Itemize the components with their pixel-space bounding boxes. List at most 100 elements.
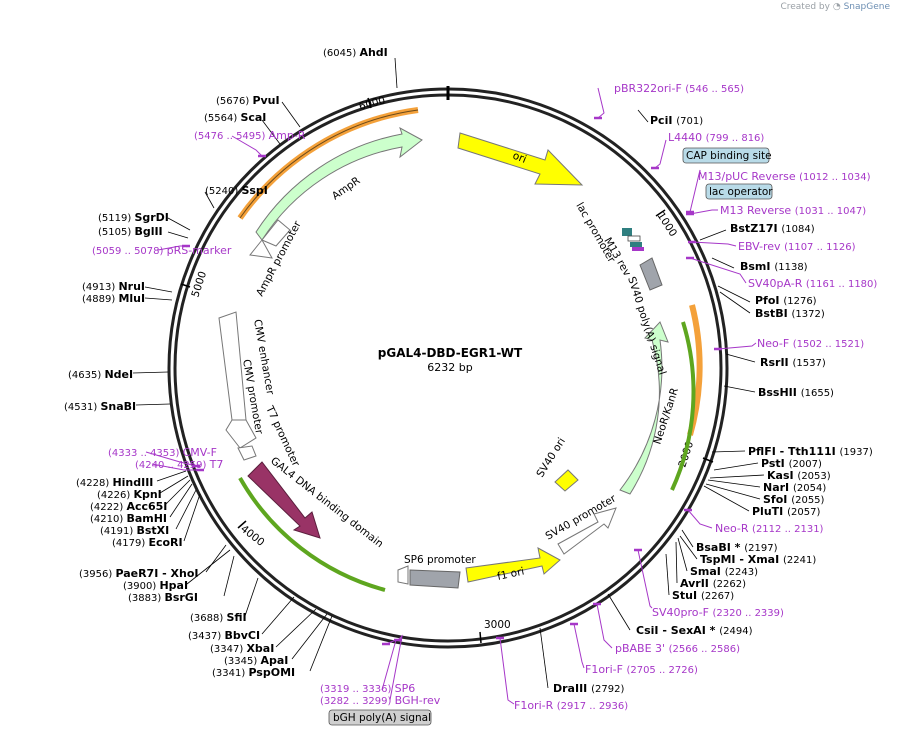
- enzyme-name: SfoI: [763, 493, 791, 506]
- enzyme-site-label: (4531) SnaBI: [64, 400, 136, 413]
- enzyme-position: (1372): [792, 309, 825, 320]
- primer-name: T7: [209, 458, 224, 471]
- primer-site-label: (4240 .. 4259) T7: [135, 458, 223, 471]
- lac-operator-feature: [630, 242, 642, 247]
- primer-name: CMV-F: [183, 446, 217, 459]
- enzyme-leader-line: [223, 555, 235, 597]
- enzyme-name: TspMI - XmaI: [700, 553, 783, 566]
- enzyme-leader-line: [164, 479, 191, 506]
- primer-range: (2705 .. 2726): [626, 665, 698, 676]
- gal4-green-band: [238, 477, 386, 592]
- enzyme-site-label: (3900) HpaI: [123, 579, 188, 592]
- enzyme-name: PspOMI: [248, 666, 295, 679]
- enzyme-leader-line: [167, 231, 189, 239]
- enzyme-leader-line: [144, 297, 173, 301]
- enzyme-position: (2243): [725, 567, 758, 578]
- primer-site-label: F1ori-R (2917 .. 2936): [514, 699, 628, 712]
- enzyme-name: PciI: [650, 114, 676, 127]
- enzyme-position: (2054): [793, 483, 826, 494]
- enzyme-site-label: BssHII (1655): [758, 386, 834, 399]
- enzyme-position: (5676): [216, 96, 252, 107]
- enzyme-site-label: (3345) ApaI: [224, 654, 288, 667]
- enzyme-leader-line: [677, 537, 688, 572]
- enzyme-leader-line: [281, 101, 301, 128]
- enzyme-site-label: TspMI - XmaI (2241): [700, 553, 816, 566]
- primer-name: BGH-rev: [395, 694, 441, 707]
- ori-label: ori: [511, 150, 528, 166]
- enzyme-site-label: BstBI (1372): [755, 307, 825, 320]
- enzyme-leader-line: [719, 291, 751, 314]
- enzyme-name: SgrDI: [134, 211, 168, 224]
- primer-site-label: pBABE 3' (2566 .. 2586): [615, 642, 740, 655]
- enzyme-leader-line: [183, 493, 201, 542]
- enzyme-site-label: PfoI (1276): [755, 294, 817, 307]
- enzyme-name: BstZ17I: [730, 222, 781, 235]
- primer-name: SP6: [395, 682, 416, 695]
- enzyme-site-label: (4191) BstXI: [100, 524, 169, 537]
- primer-name: Amp-R: [269, 129, 306, 142]
- cap-binding-site-box: [682, 147, 770, 164]
- enzyme-position: (4889): [82, 294, 118, 305]
- enzyme-position: (3437): [188, 631, 224, 642]
- enzyme-position: (2055): [791, 495, 824, 506]
- enzyme-leader-line: [291, 613, 328, 660]
- primer-leader-line: [145, 451, 197, 467]
- enzyme-site-label: PluTI (2057): [752, 505, 820, 518]
- sp6-promoter-arrow: [397, 565, 409, 585]
- primer-leader-line: [717, 342, 757, 350]
- enzyme-leader-line: [703, 485, 750, 512]
- enzyme-site-label: PflFI - Tth111I (1937): [748, 445, 873, 458]
- enzyme-site-label: (4210) BamHI: [90, 512, 167, 525]
- enzyme-site-label: (4635) NdeI: [68, 368, 133, 381]
- primer-site-label: F1ori-F (2705 .. 2726): [585, 663, 698, 676]
- primer-leader-line: [573, 623, 585, 669]
- primer-range: (2917 .. 2936): [557, 701, 629, 712]
- enzyme-leader-line: [725, 353, 756, 363]
- enzyme-leader-line: [204, 191, 215, 209]
- enzyme-site-label: (3341) PspOMI: [212, 666, 295, 679]
- enzyme-site-label: BsaBI * (2197): [696, 541, 778, 554]
- enzyme-name: HpaI: [159, 579, 188, 592]
- enzyme-site-label: AvrII (2262): [680, 577, 746, 590]
- enzyme-name: EcoRI: [148, 536, 182, 549]
- enzyme-position: (2262): [713, 579, 746, 590]
- enzyme-position: (3341): [212, 668, 248, 679]
- enzyme-site-label: (4179) EcoRI: [112, 536, 183, 549]
- enzyme-position: (2053): [797, 471, 830, 482]
- primer-name: SV40pA-R: [748, 277, 806, 290]
- ampr-arrow: [255, 126, 423, 241]
- enzyme-position: (2241): [783, 555, 816, 566]
- enzyme-site-label: CsiI - SexAI * (2494): [636, 624, 753, 637]
- enzyme-leader-line: [711, 257, 735, 269]
- enzyme-site-label: BsmI (1138): [740, 260, 808, 273]
- enzyme-leader-line: [135, 403, 171, 406]
- enzyme-site-label: PciI (701): [650, 114, 703, 127]
- enzyme-leader-line: [637, 109, 649, 123]
- enzyme-position: (4191): [100, 526, 136, 537]
- t7-promoter-arrow: [237, 445, 257, 461]
- enzyme-leader-line: [244, 577, 259, 617]
- enzyme-site-label: (5676) PvuI: [216, 94, 280, 107]
- enzyme-site-label: (4889) MluI: [82, 292, 145, 305]
- primer-range: (799 .. 816): [706, 133, 765, 144]
- enzyme-leader-line: [711, 450, 746, 453]
- enzyme-position: (3347): [210, 644, 246, 655]
- ori-arrow: [457, 132, 584, 186]
- primer-leader-line: [597, 87, 605, 119]
- cap-binding-site-label: CAP binding site: [686, 150, 772, 162]
- enzyme-name: BbvCI: [224, 629, 260, 642]
- primer-site-label: SV40pro-F (2320 .. 2339): [652, 606, 784, 619]
- enzyme-position: (2197): [744, 543, 777, 554]
- enzyme-position: (3883): [128, 593, 164, 604]
- enzyme-site-label: (5240) SspI: [205, 184, 268, 197]
- created-by-text: Created by: [780, 2, 830, 12]
- enzyme-leader-line: [205, 544, 227, 573]
- created-by-label: Created by ◔ SnapGene: [780, 2, 890, 12]
- primer-name: M13 Reverse: [720, 204, 795, 217]
- primer-site-label: L4440 (799 .. 816): [668, 131, 764, 144]
- primer-site-label: M13/pUC Reverse (1012 .. 1034): [698, 170, 871, 183]
- enzyme-leader-line: [713, 462, 759, 471]
- enzyme-leader-line: [169, 483, 193, 518]
